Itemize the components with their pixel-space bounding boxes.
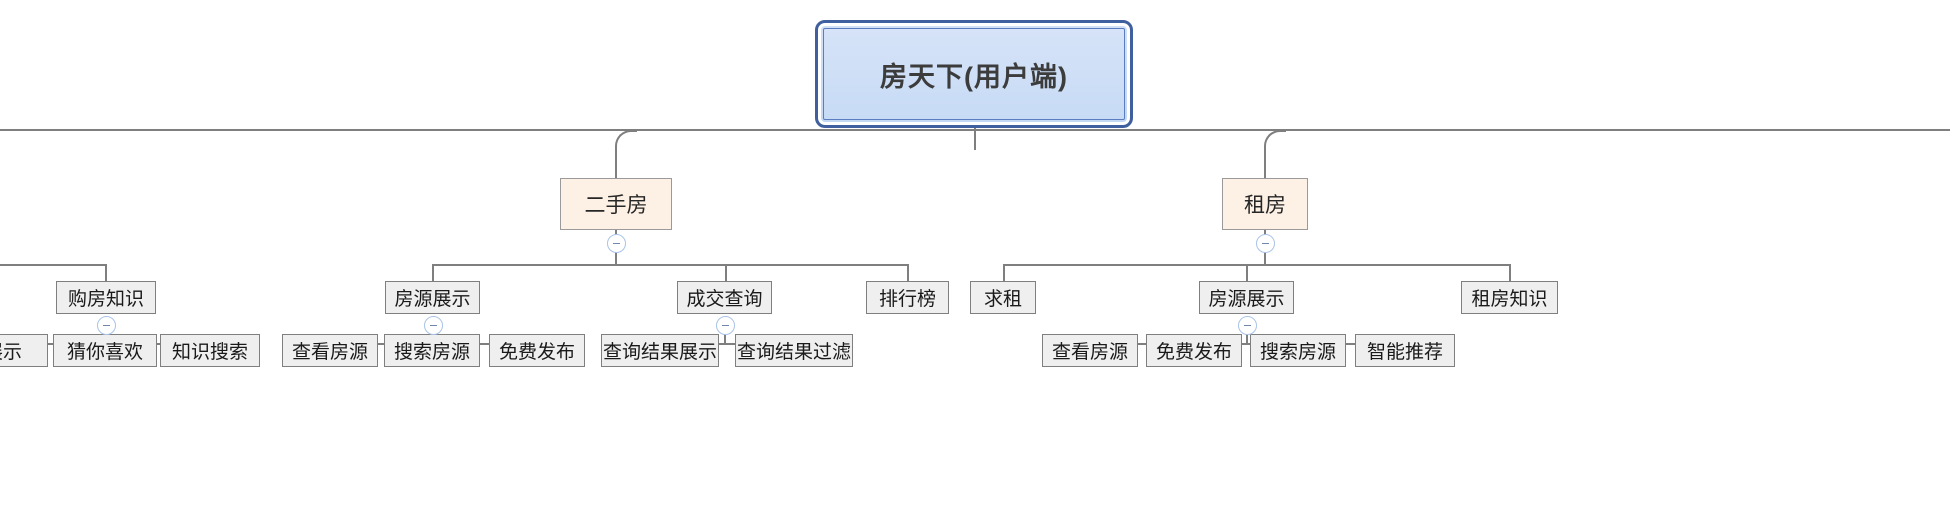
- level4-label-mianfeifabu-esf: 免费发布: [498, 342, 575, 363]
- level3-label-qiuzu: 求租: [983, 289, 1022, 310]
- connector-drop-gfzs: [105, 264, 107, 282]
- root-node-label: 房天下(用户端): [880, 61, 1068, 92]
- level3-label-zufangzhishi: 租房知识: [1471, 289, 1548, 310]
- connector-main-trunk: [0, 129, 1950, 131]
- connector-bus-ershoufang: [432, 264, 909, 266]
- level4-node-mianfeifabu-esf[interactable]: 免费发布: [489, 334, 585, 367]
- level2-label-ershoufang: 二手房: [584, 194, 648, 217]
- level3-node-zufangzhishi[interactable]: 租房知识: [1461, 281, 1558, 314]
- level4-label-sousuofangyuan-zf: 搜索房源: [1259, 342, 1336, 363]
- level4-node-chaxunjieguoguolv[interactable]: 查询结果过滤: [735, 334, 853, 367]
- level4-label-zhishisousuo: 知识搜索: [171, 342, 248, 363]
- collapse-toggle-zufang[interactable]: [1256, 234, 1275, 253]
- level2-node-zufang[interactable]: 租房: [1222, 178, 1308, 230]
- connector-zufang-toggle-stem: [1264, 251, 1266, 264]
- level4-node-chakanfangyuan-esf[interactable]: 查看房源: [282, 334, 378, 367]
- connector-drop-fyzs-zf: [1246, 264, 1248, 282]
- connector-fyzszf-toggle-stem: [1246, 333, 1248, 343]
- minus-icon: [430, 324, 437, 327]
- level4-label-sousuofangyuan-esf: 搜索房源: [393, 342, 470, 363]
- connector-drop-qz: [1003, 264, 1005, 282]
- level4-label-chaxunjieguoguolv: 查询结果过滤: [736, 342, 851, 363]
- connector-drop-phb: [907, 264, 909, 282]
- minus-icon: [722, 324, 729, 327]
- level4-node-mianfeifabu-zf[interactable]: 免费发布: [1146, 334, 1242, 367]
- level4-node-zhishisousuo[interactable]: 知识搜索: [160, 334, 260, 367]
- level3-node-paihangbang[interactable]: 排行榜: [866, 281, 949, 314]
- minus-icon: [1244, 324, 1251, 327]
- connector-bus-left-clipped: [0, 264, 106, 266]
- level4-node-cainixihuan[interactable]: 猜你喜欢: [53, 334, 157, 367]
- root-node-inner: 房天下(用户端): [823, 28, 1125, 120]
- level4-label-chaxunjieguozhanshi: 查询结果展示: [602, 342, 717, 363]
- level4-node-sousuofangyuan-esf[interactable]: 搜索房源: [384, 334, 480, 367]
- connector-root-stem: [974, 128, 976, 150]
- level3-label-gouhangzhishi: 购房知识: [67, 289, 144, 310]
- minus-icon: [1262, 242, 1269, 245]
- level3-node-fangyuanzhanshi-zf[interactable]: 房源展示: [1199, 281, 1294, 314]
- connector-trunk-to-ershoufang: [615, 130, 637, 180]
- collapse-toggle-ershoufang[interactable]: [607, 234, 626, 253]
- level3-label-fangyuanzhanshi-esf: 房源展示: [394, 289, 471, 310]
- level4-node-zhanshi-clipped[interactable]: 展示: [0, 334, 48, 367]
- level4-node-sousuofangyuan-zf[interactable]: 搜索房源: [1250, 334, 1346, 367]
- connector-drop-fyzs-esf: [432, 264, 434, 282]
- level3-node-fangyuanzhanshi-esf[interactable]: 房源展示: [385, 281, 480, 314]
- level3-label-fangyuanzhanshi-zf: 房源展示: [1208, 289, 1285, 310]
- minus-icon: [103, 324, 110, 327]
- level2-node-ershoufang[interactable]: 二手房: [560, 178, 672, 230]
- level4-label-zhanshi: 展示: [0, 342, 22, 363]
- connector-drop-cjcx: [725, 264, 727, 282]
- level4-label-chakanfangyuan-esf: 查看房源: [291, 342, 368, 363]
- collapse-toggle-chengjiaochaxun[interactable]: [716, 316, 735, 335]
- collapse-toggle-fangyuanzhanshi-esf[interactable]: [424, 316, 443, 335]
- connector-ershoufang-toggle-stem: [615, 251, 617, 264]
- connector-trunk-to-zufang: [1264, 130, 1286, 180]
- connector-drop-zfzs: [1509, 264, 1511, 282]
- collapse-toggle-gouhangzhishi[interactable]: [97, 316, 116, 335]
- connector-cjcx-toggle-stem: [724, 333, 726, 343]
- root-node-fangtianxia[interactable]: 房天下(用户端): [815, 20, 1133, 128]
- level3-label-paihangbang: 排行榜: [878, 289, 936, 310]
- level4-node-chakanfangyuan-zf[interactable]: 查看房源: [1042, 334, 1138, 367]
- level3-node-chengjiaochaxun[interactable]: 成交查询: [677, 281, 772, 314]
- level3-node-qiuzu[interactable]: 求租: [970, 281, 1036, 314]
- level3-node-gouhangzhishi[interactable]: 购房知识: [56, 281, 156, 314]
- level4-label-cainixihuan: 猜你喜欢: [66, 342, 143, 363]
- level3-label-chengjiaochaxun: 成交查询: [686, 289, 763, 310]
- level4-label-mianfeifabu-zf: 免费发布: [1155, 342, 1232, 363]
- level4-node-zhinengtuijian[interactable]: 智能推荐: [1355, 334, 1455, 367]
- collapse-toggle-fangyuanzhanshi-zf[interactable]: [1238, 316, 1257, 335]
- level2-label-zufang: 租房: [1244, 194, 1286, 217]
- connector-bus-cjcx-children: [659, 343, 795, 345]
- level4-label-chakanfangyuan-zf: 查看房源: [1051, 342, 1128, 363]
- minus-icon: [613, 242, 620, 245]
- connector-bus-zufang: [1003, 264, 1511, 266]
- level4-node-chaxunjieguozhanshi[interactable]: 查询结果展示: [601, 334, 719, 367]
- level4-label-zhinengtuijian: 智能推荐: [1366, 342, 1443, 363]
- connector-bus-fyzszf-children: [1090, 343, 1404, 345]
